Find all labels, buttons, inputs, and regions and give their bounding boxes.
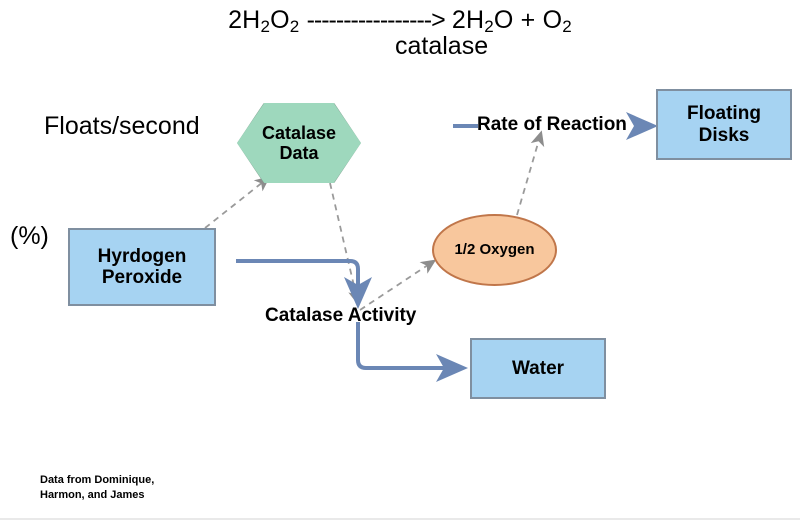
equation-reactant-mid: O — [270, 6, 290, 34]
equation-reactant: 2H — [228, 6, 261, 34]
node-half-oxygen[interactable]: 1/2 Oxygen — [432, 214, 557, 286]
node-catalase-data[interactable]: Catalase Data — [237, 103, 361, 183]
edge-label-rate-of-reaction: Rate of Reaction — [477, 114, 627, 135]
node-water-label: Water — [511, 357, 565, 379]
edge-label-catalase-activity: Catalase Activity — [265, 305, 417, 326]
connector-peroxide-to-activity — [236, 259, 372, 309]
equation-reactant-sub1: 2 — [260, 17, 271, 36]
equation-enzyme-label: catalase — [395, 32, 489, 60]
credit-text: Data from Dominique, Harmon, and James — [40, 474, 155, 501]
node-hydrogen-peroxide-line1: Hyrdogen — [97, 245, 187, 267]
equation-reactant-sub2: 2 — [289, 17, 300, 36]
equation-product-sub1: 2 — [484, 17, 494, 36]
chemical-equation: 2H2O2 -----------------> 2H2O + O2 — [228, 6, 572, 36]
equation-product-mid: O + O — [493, 6, 563, 34]
edge-peroxide-to-catalase-data — [204, 176, 271, 229]
node-floating-disks-line1: Floating — [687, 103, 761, 125]
equation-product-sub2: 2 — [562, 17, 572, 36]
y-axis-label-floats-per-second: Floats/second — [44, 112, 200, 140]
node-half-oxygen-label: 1/2 Oxygen — [454, 240, 535, 258]
edge-activity-to-oxygen — [359, 259, 437, 311]
equation-arrow: -----------------> — [306, 6, 446, 34]
node-floating-disks-line2: Disks — [698, 124, 750, 146]
node-hydrogen-peroxide-line2: Peroxide — [101, 267, 183, 288]
node-catalase-data-line1: Catalase — [261, 122, 337, 143]
equation-product-pre: 2H — [451, 6, 485, 34]
node-hydrogen-peroxide[interactable]: Hyrdogen Peroxide — [68, 228, 216, 306]
edge-oxygen-to-rate — [516, 130, 545, 216]
y-axis-label-percent: (%) — [10, 222, 49, 250]
node-catalase-data-line2: Data — [279, 143, 319, 163]
node-water[interactable]: Water — [470, 338, 606, 399]
edge-catalase-data-to-activity — [329, 182, 362, 306]
connector-activity-to-water — [356, 322, 468, 382]
node-floating-disks[interactable]: Floating Disks — [656, 89, 792, 160]
